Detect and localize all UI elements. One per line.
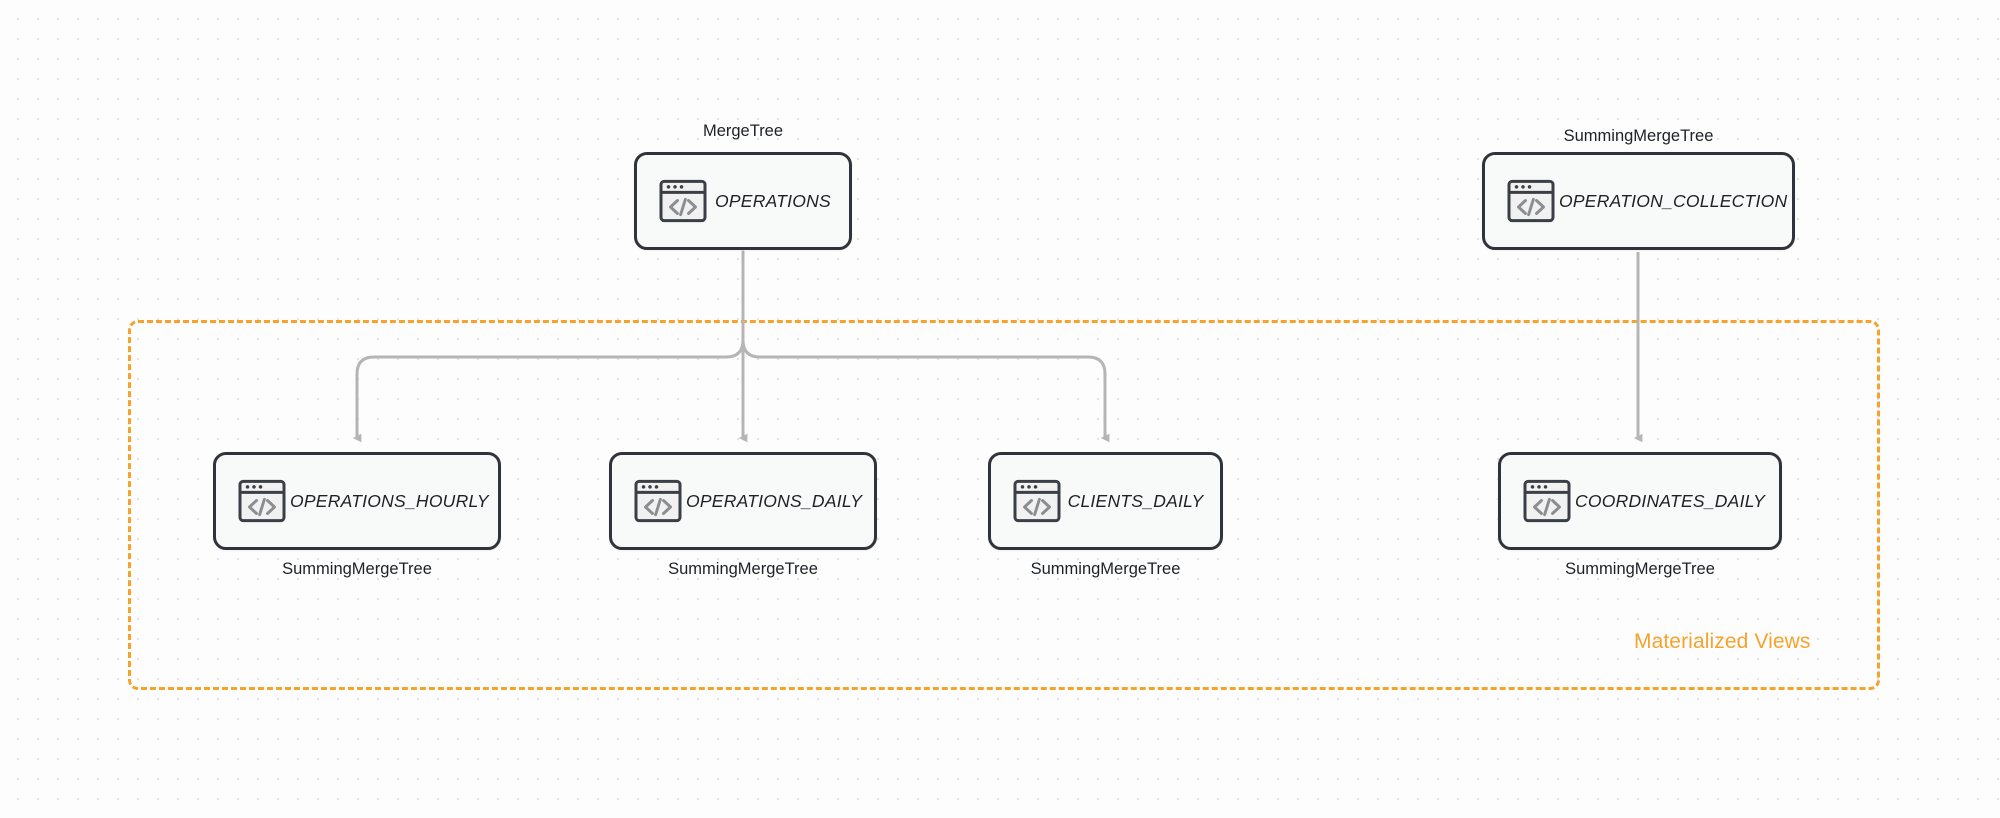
engine-caption-operations-hourly: SummingMergeTree [282, 560, 432, 578]
engine-caption-clients-daily: SummingMergeTree [1030, 560, 1181, 578]
engine-caption-operation-collection: SummingMergeTree [1563, 127, 1714, 145]
node-label-operation-collection: OPERATION_COLLECTION [1559, 190, 1788, 211]
engine-caption-operations: MergeTree [702, 122, 784, 140]
code-window-icon [1507, 179, 1555, 223]
node-label-operations-hourly: OPERATIONS_HOURLY [290, 490, 489, 511]
node-coordinates-daily[interactable]: COORDINATES_DAILY [1498, 452, 1782, 550]
node-label-clients-daily: CLIENTS_DAILY [1067, 490, 1204, 511]
code-window-icon [238, 479, 286, 523]
code-window-icon [1523, 479, 1571, 523]
node-label-operations: OPERATIONS [715, 190, 831, 211]
node-label-operations-daily: OPERATIONS_DAILY [686, 490, 863, 511]
materialized-views-group-label: Materialized Views [1634, 630, 1811, 653]
node-operations[interactable]: OPERATIONS [634, 152, 852, 250]
node-clients-daily[interactable]: CLIENTS_DAILY [988, 452, 1223, 550]
engine-caption-coordinates-daily: SummingMergeTree [1565, 560, 1715, 578]
node-operation-collection[interactable]: OPERATION_COLLECTION [1482, 152, 1795, 250]
node-operations-daily[interactable]: OPERATIONS_DAILY [609, 452, 877, 550]
engine-caption-operations-daily: SummingMergeTree [668, 560, 818, 578]
node-operations-hourly[interactable]: OPERATIONS_HOURLY [213, 452, 501, 550]
code-window-icon [634, 479, 682, 523]
code-window-icon [659, 179, 707, 223]
node-label-coordinates-daily: COORDINATES_DAILY [1575, 490, 1765, 511]
code-window-icon [1013, 479, 1061, 523]
